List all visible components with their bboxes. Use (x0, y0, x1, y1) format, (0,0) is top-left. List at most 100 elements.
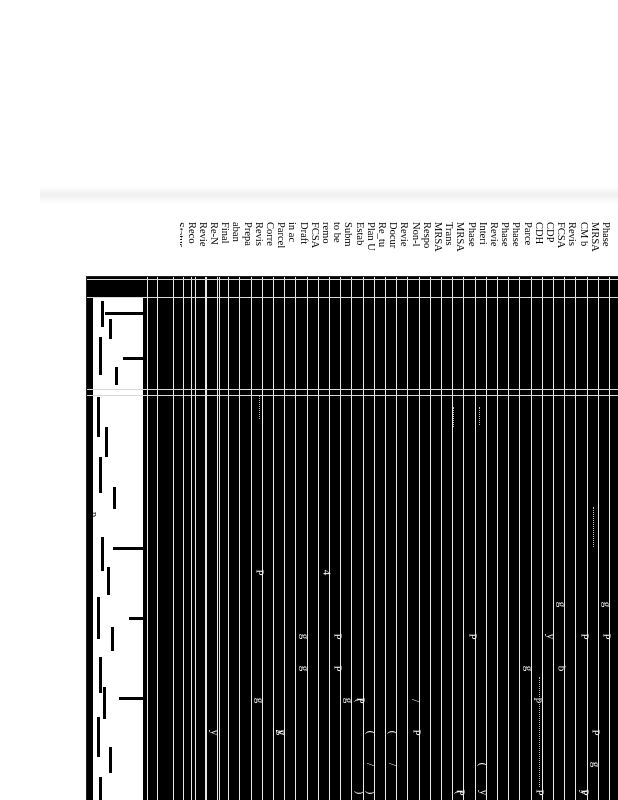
strip-text-stroke (107, 567, 110, 595)
table-row-rule (194, 277, 196, 800)
row-label: Parcel (275, 222, 287, 249)
table-row-rule (508, 277, 510, 800)
strip-text-stroke (105, 427, 108, 457)
strip-text-stroke (99, 657, 102, 693)
document-table: p gPPgyPgbypPgP(yP(P/(//()P()gPP4gggyPgy… (86, 276, 618, 800)
table-row-rule (295, 277, 297, 800)
row-label: Phase (465, 222, 477, 247)
strip-text-stroke (113, 487, 116, 509)
row-label: to be (331, 222, 343, 243)
row-label: FCSA (555, 222, 567, 249)
strip-text-stroke (129, 617, 143, 620)
table-row-rule (250, 277, 252, 800)
strip-text-stroke (105, 312, 143, 315)
table-row-rule (317, 277, 319, 800)
table-row-rule (362, 277, 364, 800)
table-row-rule (373, 277, 375, 800)
row-label: Parce (521, 222, 533, 246)
strip-text-stroke (101, 537, 104, 571)
table-row-rule (452, 277, 454, 800)
table-row-rule (219, 277, 220, 800)
row-label: Phase (499, 222, 511, 247)
scan-artifact-band (40, 186, 618, 204)
dotted-fill-line (539, 677, 541, 787)
table-row-rule (396, 277, 398, 800)
row-label: Status (180, 222, 186, 248)
strip-text-stroke (99, 457, 102, 493)
row-label: aban (230, 222, 242, 242)
row-label: Draft (297, 222, 309, 245)
table-row-rule (205, 277, 206, 800)
row-label: Revie (398, 222, 410, 247)
table-row-rule (205, 277, 207, 800)
strip-text-stroke (123, 357, 143, 360)
table-row-rule (441, 277, 442, 800)
table-column-rule (87, 389, 618, 390)
table-row-rule (261, 277, 263, 800)
strip-text-stroke (109, 319, 112, 339)
table-row-rule (147, 277, 148, 800)
table-row-rule (217, 277, 218, 800)
strip-text-stroke (115, 367, 118, 385)
table-row-rule (228, 277, 230, 800)
row-label: Docur (387, 222, 399, 249)
table-row-rule (597, 277, 599, 800)
table-row-rule (407, 277, 409, 800)
table-row-rule (463, 277, 465, 800)
row-label: Non-l (409, 222, 421, 247)
table-row-rule (586, 277, 588, 800)
table-row-rule (564, 277, 566, 800)
table-column-rule (87, 395, 618, 396)
strip-text-stroke (119, 697, 143, 700)
strip-text-stroke (109, 747, 112, 773)
table-row-rule (340, 277, 342, 800)
dotted-fill-line (259, 395, 261, 419)
table-column-rule (87, 297, 618, 298)
dotted-fill-line (593, 507, 595, 547)
strip-text-stroke (97, 717, 100, 757)
row-label: Final (219, 222, 231, 244)
table-row-rule (418, 277, 420, 800)
strip-text-stroke (111, 627, 114, 651)
table-row-rule (575, 277, 577, 800)
table-row-rule (239, 277, 241, 800)
action-column-strip: p (93, 297, 143, 800)
table-row-rule (553, 277, 554, 800)
row-label: Subm (342, 222, 354, 247)
table-row-rule (173, 277, 174, 800)
table-row-rule (351, 277, 353, 800)
row-label: in ac (286, 222, 298, 243)
table-row-rule (385, 277, 386, 800)
table-row-rule (519, 277, 521, 800)
strip-text-stroke (101, 301, 104, 327)
table-column-rule (87, 279, 618, 280)
strip-text-stroke (103, 687, 106, 719)
row-label: Reco (185, 222, 197, 244)
table-row-rule (284, 277, 286, 800)
table-row-rule (183, 277, 185, 800)
row-label: Prepa (241, 222, 253, 246)
strip-text-stroke (97, 597, 100, 639)
row-label: Revis (566, 222, 578, 246)
table-row-rule (485, 277, 487, 800)
table-row-rule (273, 277, 274, 800)
table-row-rule (306, 277, 308, 800)
table-row-rule (157, 277, 158, 800)
strip-text-stroke (113, 547, 143, 550)
strip-text-stroke (99, 337, 102, 375)
dotted-fill-line (479, 407, 481, 425)
row-label: Trans (443, 222, 455, 246)
table-row-rule (497, 277, 498, 800)
strip-text-stroke (99, 777, 102, 800)
row-label: Estab (353, 222, 365, 246)
table-row-rule (609, 277, 610, 800)
row-label: MRSA (454, 222, 466, 252)
dotted-fill-line (453, 407, 455, 427)
table-row-rule (474, 277, 476, 800)
table-row-rule (530, 277, 532, 800)
row-label: Phase (510, 222, 522, 247)
row-label: CM b (577, 222, 589, 247)
